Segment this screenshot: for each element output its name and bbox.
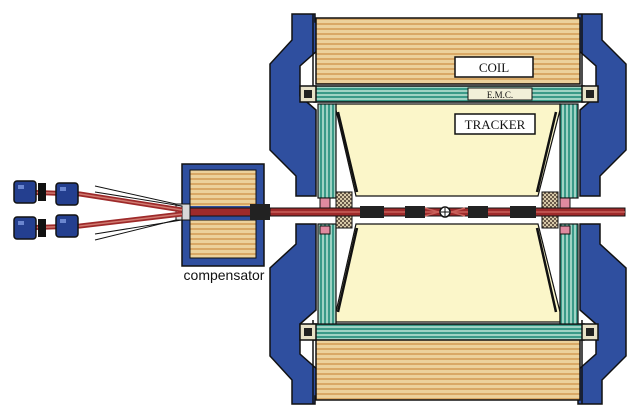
coil-bottom [315,337,581,401]
emc-endcap-left-bottom [317,223,337,325]
emc-label: E.M.C. [487,90,513,100]
iron-yoke [269,13,627,405]
tracker-label-box [454,113,536,135]
tracker-label: TRACKER [465,117,526,132]
emc-endcap-left-top [317,103,337,199]
emc-endcap-right-top [559,103,579,199]
compensator-label: compensator [184,267,265,283]
coil-label: COIL [479,60,509,75]
emc-barrel-bottom [313,323,585,341]
emc-label-box [467,87,533,101]
tracker-lower [335,223,561,323]
coil-top [315,17,581,85]
emc-endcap-right-bottom [559,223,579,325]
quadrupole-magnets [13,180,79,240]
compensator-magnet [175,163,271,267]
coil-label-box [454,56,534,78]
emc-barrel-top [313,85,585,103]
